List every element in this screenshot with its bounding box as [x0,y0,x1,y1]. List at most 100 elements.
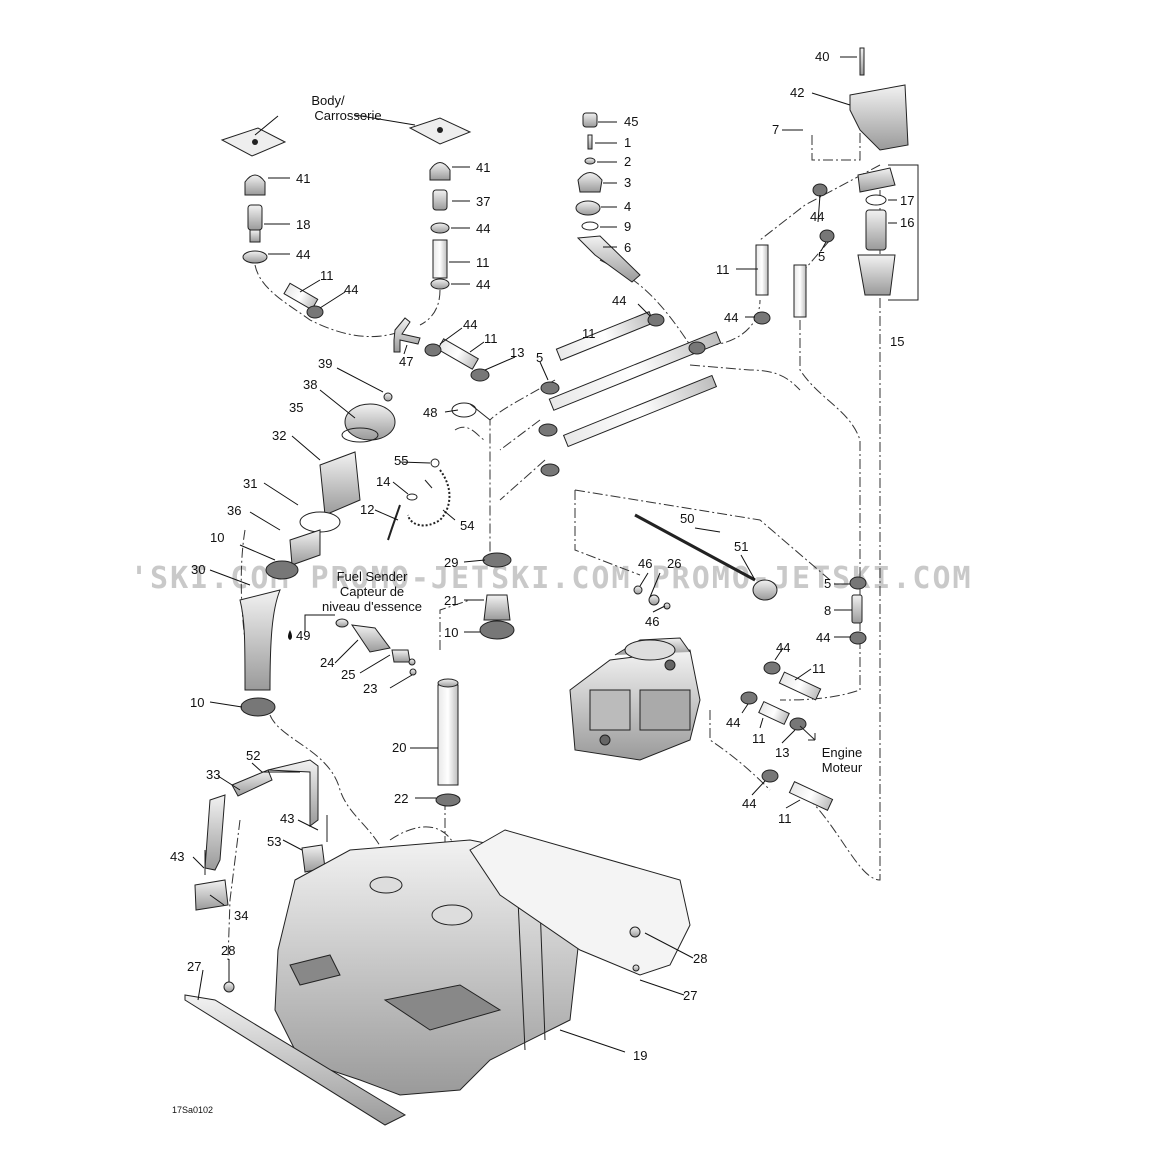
callout-51: 51 [734,539,748,554]
callout-18: 18 [296,217,310,232]
callout-38: 38 [303,377,317,392]
callout-7: 7 [772,122,779,137]
callout-32: 32 [272,428,286,443]
callout-44: 44 [810,209,824,224]
callout-44: 44 [296,247,310,262]
callout-35: 35 [289,400,303,415]
callout-20: 20 [392,740,406,755]
note-moteur: Moteur [822,760,863,775]
callout-9: 9 [624,219,631,234]
callout-44: 44 [776,640,790,655]
callout-34: 34 [234,908,248,923]
callout-55: 55 [394,453,408,468]
hose-clamps [306,183,867,783]
callout-44: 44 [724,310,738,325]
callout-13: 13 [510,345,524,360]
callout-44: 44 [612,293,626,308]
bracket-15 [888,164,919,301]
watermark: 'SKI.COM PROMO-JETSKI.COM PROMO-JETSKI.C… [130,561,973,596]
fuel-tank [274,839,581,1096]
callout-52: 52 [246,748,260,763]
note-engine: Engine [822,745,862,760]
callout-5: 5 [536,350,543,365]
callout-48: 48 [423,405,437,420]
vent-fitting-left [242,174,268,264]
callout-8: 8 [824,603,831,618]
callout-44: 44 [344,282,358,297]
callout-28: 28 [221,943,235,958]
callout-46: 46 [645,614,659,629]
callout-31: 31 [243,476,257,491]
callout-49: 49 [296,628,310,643]
leader-lines [192,56,897,1053]
filler-cap-assembly [239,392,396,717]
callout-labels: 40 42 7 17 16 15 45 1 2 3 4 9 6 41 18 44… [170,49,914,1063]
callout-11: 11 [752,731,766,746]
callout-44: 44 [463,317,477,332]
callout-39: 39 [318,356,332,371]
callout-11: 11 [476,255,490,270]
note-fuel-sender: Fuel Sender [337,569,408,584]
inline-fitting-8 [851,594,863,624]
callout-40: 40 [815,49,829,64]
callout-3: 3 [624,175,631,190]
clip-48 [451,402,491,421]
screws-28 [223,926,641,993]
hoses [283,244,834,811]
note-body: Body/ [311,93,345,108]
drawing-code: 17Sa0102 [172,1105,213,1115]
engine-arrow [799,725,816,741]
callout-28: 28 [693,951,707,966]
callout-36: 36 [227,503,241,518]
callout-37: 37 [476,194,490,209]
callout-23: 23 [363,681,377,696]
callout-47: 47 [399,354,413,369]
note-niveau: niveau d'essence [322,599,422,614]
carburetor [569,637,701,761]
connection-lines [227,125,881,961]
callout-16: 16 [900,215,914,230]
callout-41: 41 [296,171,310,186]
callout-11: 11 [320,268,334,283]
callout-11: 11 [812,661,826,676]
callout-44: 44 [816,630,830,645]
fuel-filter-assembly [849,47,909,296]
callout-5: 5 [818,249,825,264]
callout-17: 17 [900,193,914,208]
callout-25: 25 [341,667,355,682]
callout-21: 21 [444,593,458,608]
fuel-pickup [435,552,515,807]
callout-53: 53 [267,834,281,849]
body-mounting-pads [220,117,472,157]
callout-11: 11 [716,262,730,277]
notes: Body/ Carrosserie Fuel Sender Capteur de… [311,93,863,775]
callout-5: 5 [824,576,831,591]
tank-rails [184,829,691,1126]
callout-45: 45 [624,114,638,129]
callout-11: 11 [484,331,498,346]
vent-fitting-right [429,162,451,290]
oil-drop-icon [288,630,292,640]
note-carrosserie: Carrosserie [314,108,381,123]
callout-6: 6 [624,240,631,255]
callout-10: 10 [190,695,204,710]
callout-50: 50 [680,511,694,526]
callout-46: 46 [638,556,652,571]
callout-10: 10 [444,625,458,640]
callout-44: 44 [476,221,490,236]
note-capteur: Capteur de [340,584,404,599]
callout-24: 24 [320,655,334,670]
callout-14: 14 [376,474,390,489]
fuel-sender [335,618,417,676]
callout-12: 12 [360,502,374,517]
cap-tether [387,458,451,541]
y-connector [393,317,421,353]
callout-44: 44 [742,796,756,811]
callout-44: 44 [726,715,740,730]
callout-33: 33 [206,767,220,782]
callout-42: 42 [790,85,804,100]
callout-1: 1 [624,135,631,150]
callout-27: 27 [187,959,201,974]
